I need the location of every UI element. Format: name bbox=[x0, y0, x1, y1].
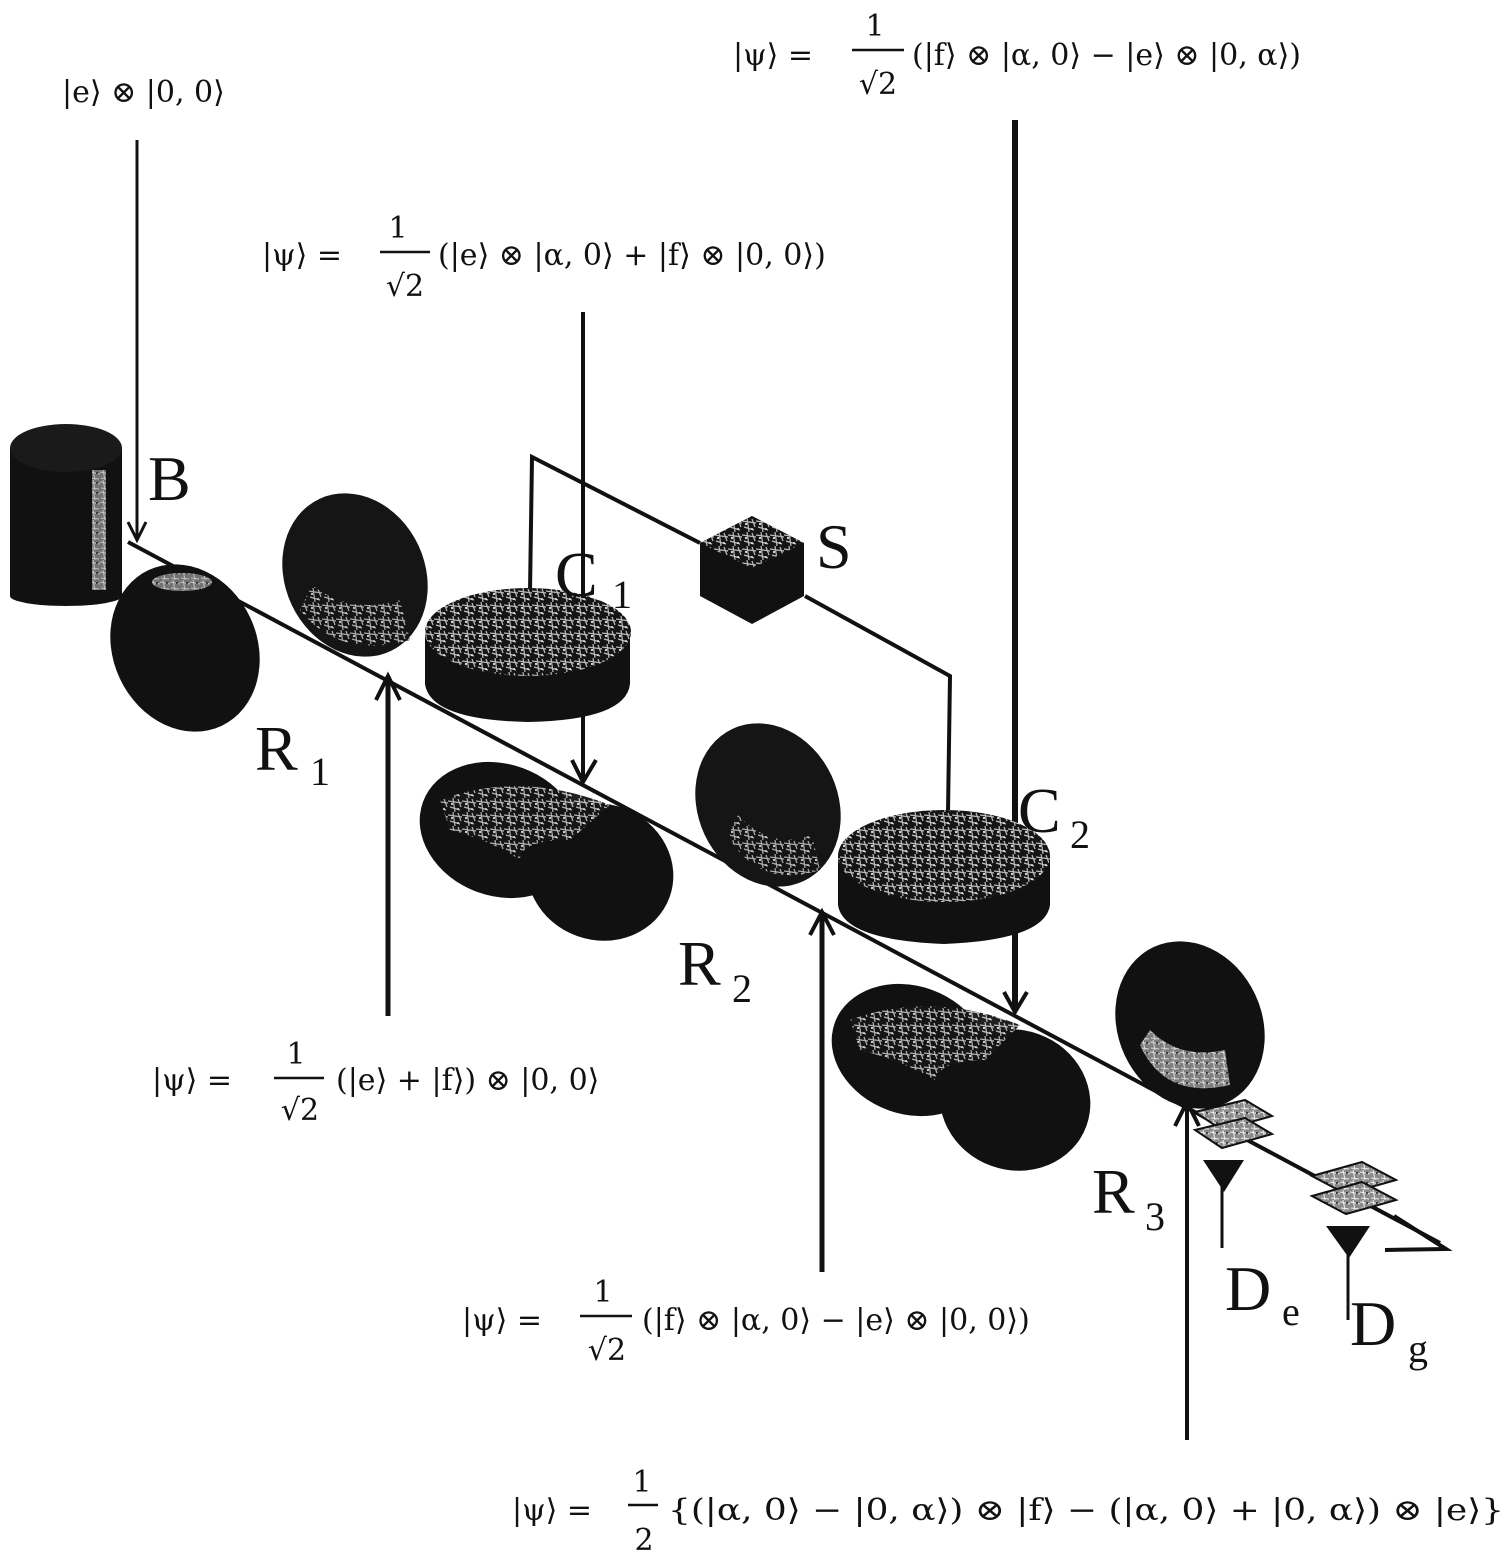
label-c2: C bbox=[1018, 775, 1061, 846]
pointer-after-c2-arrowhead bbox=[1002, 990, 1029, 1017]
label-r1-sub: 1 bbox=[310, 749, 330, 794]
label-r2-sub: 2 bbox=[732, 966, 752, 1011]
label-dg-sub: g bbox=[1408, 1326, 1428, 1371]
state-after-c2-num: 1 bbox=[865, 9, 884, 44]
pointer-initial-arrowhead bbox=[126, 521, 148, 544]
state-initial: |e⟩ ⊗ |0, 0⟩ bbox=[62, 75, 225, 110]
pointer-after-r2-arrowhead bbox=[808, 907, 836, 936]
state-after-r3: |ψ⟩ = 1 2 {(|α, 0⟩ − |0, α⟩) ⊗ |f⟩ − (|α… bbox=[512, 1465, 1504, 1558]
label-r3-sub: 3 bbox=[1145, 1194, 1165, 1239]
state-after-r2-num: 1 bbox=[593, 1275, 612, 1310]
pointer-after-r1-arrowhead bbox=[374, 671, 402, 701]
state-after-r2-rhs: (|f⟩ ⊗ |α, 0⟩ − |e⟩ ⊗ |0, 0⟩) bbox=[642, 1303, 1030, 1338]
label-dg: D bbox=[1350, 1288, 1396, 1359]
label-de: D bbox=[1225, 1253, 1271, 1324]
atom-source-cylinder bbox=[10, 424, 122, 606]
state-after-c1-den: √2 bbox=[386, 269, 424, 304]
cavity-c2 bbox=[838, 810, 1050, 944]
label-b: B bbox=[148, 443, 191, 514]
mirror-c1-back bbox=[282, 493, 428, 657]
detector-dg bbox=[1309, 1160, 1399, 1258]
ramsey-zone-r1 bbox=[110, 564, 260, 732]
ramsey-zone-r2 bbox=[419, 761, 674, 941]
state-after-r2-den: √2 bbox=[588, 1333, 626, 1368]
state-after-r1-den: √2 bbox=[281, 1093, 319, 1128]
state-after-c2-rhs: (|f⟩ ⊗ |α, 0⟩ − |e⟩ ⊗ |0, α⟩) bbox=[912, 38, 1301, 73]
state-after-c1-lhs: |ψ⟩ = bbox=[262, 238, 342, 273]
state-after-r3-den: 2 bbox=[634, 1523, 653, 1558]
field-source-s bbox=[700, 516, 804, 624]
beam-axis-arrowhead bbox=[1384, 1214, 1453, 1252]
state-after-r1-rhs: (|e⟩ + |f⟩) ⊗ |0, 0⟩ bbox=[336, 1063, 599, 1098]
state-after-r1: |ψ⟩ = 1 √2 (|e⟩ + |f⟩) ⊗ |0, 0⟩ bbox=[152, 1037, 599, 1128]
label-r2: R bbox=[678, 928, 721, 999]
state-after-c2-den: √2 bbox=[859, 67, 897, 102]
detector-de bbox=[1192, 1098, 1275, 1192]
ramsey-zone-r3 bbox=[831, 983, 1091, 1171]
label-de-sub: e bbox=[1282, 1289, 1300, 1334]
cavity-c1 bbox=[425, 588, 631, 722]
state-after-r1-num: 1 bbox=[286, 1037, 305, 1072]
label-c2-sub: 2 bbox=[1070, 812, 1090, 857]
state-after-r1-lhs: |ψ⟩ = bbox=[152, 1063, 232, 1098]
state-after-r3-num: 1 bbox=[632, 1465, 651, 1500]
state-after-r3-rhs: {(|α, 0⟩ − |0, α⟩) ⊗ |f⟩ − (|α, 0⟩ + |0,… bbox=[668, 1493, 1504, 1528]
label-r1: R bbox=[255, 713, 298, 784]
state-equations: |e⟩ ⊗ |0, 0⟩ |ψ⟩ = 1 √2 (|e⟩ ⊗ |α, 0⟩ + … bbox=[62, 9, 1504, 1558]
mirror-detector-back bbox=[1115, 941, 1265, 1109]
label-s: S bbox=[816, 511, 852, 582]
state-after-c1-rhs: (|e⟩ ⊗ |α, 0⟩ + |f⟩ ⊗ |0, 0⟩) bbox=[438, 238, 826, 273]
pointer-after-c1-arrowhead bbox=[570, 758, 598, 787]
state-after-c1-num: 1 bbox=[388, 211, 407, 246]
mirror-c2-back bbox=[695, 723, 841, 887]
state-after-c2: |ψ⟩ = 1 √2 (|f⟩ ⊗ |α, 0⟩ − |e⟩ ⊗ |0, α⟩) bbox=[733, 9, 1301, 102]
component-labels: B S C 1 C 2 R 1 R 2 R 3 D e D g bbox=[148, 443, 1428, 1371]
state-after-r2-lhs: |ψ⟩ = bbox=[462, 1303, 542, 1338]
state-after-c1: |ψ⟩ = 1 √2 (|e⟩ ⊗ |α, 0⟩ + |f⟩ ⊗ |0, 0⟩) bbox=[262, 211, 826, 304]
label-r3: R bbox=[1092, 1156, 1135, 1227]
state-after-c2-lhs: |ψ⟩ = bbox=[733, 38, 813, 73]
label-c1-sub: 1 bbox=[612, 572, 632, 617]
state-after-r2: |ψ⟩ = 1 √2 (|f⟩ ⊗ |α, 0⟩ − |e⟩ ⊗ |0, 0⟩) bbox=[462, 1275, 1030, 1368]
cavity-coupling-line bbox=[528, 453, 701, 593]
cavity-coupling-line-2 bbox=[804, 594, 953, 813]
label-c1: C bbox=[555, 539, 598, 610]
state-after-r3-lhs: |ψ⟩ = bbox=[512, 1493, 592, 1528]
